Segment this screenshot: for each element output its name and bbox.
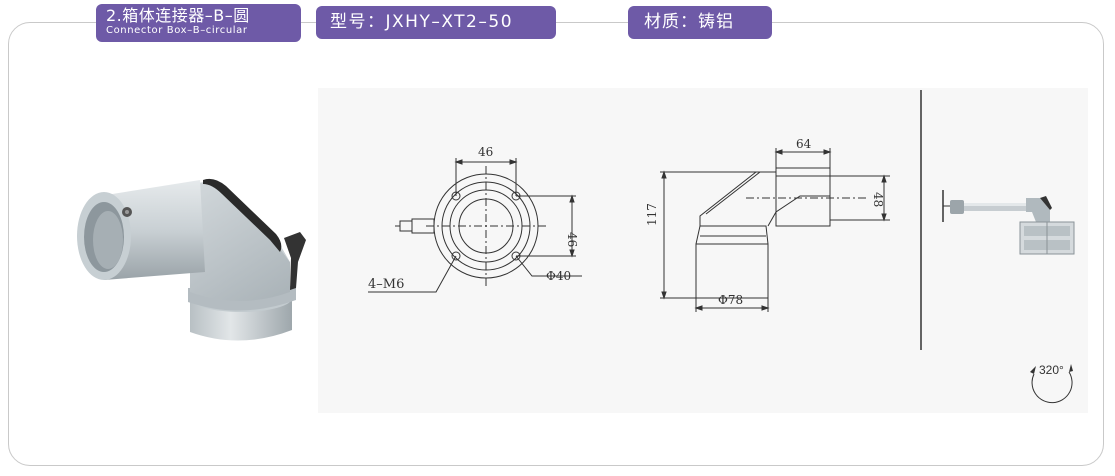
material-tab: 材质：铸铝 (628, 6, 772, 39)
product-photo (77, 178, 306, 341)
model-tab: 型号：JXHY–XT2–50 (316, 6, 556, 39)
side-diameter-label: Φ78 (718, 293, 743, 307)
product-title-en: Connector Box–B–circular (106, 25, 248, 36)
bolt-label: 4–M6 (368, 277, 404, 292)
side-view-drawing (660, 148, 890, 312)
rotation-arrow-icon (1030, 364, 1073, 404)
rotation-label: 320° (1039, 363, 1064, 377)
front-dim-side: 46 (565, 232, 579, 247)
drawing-panel (318, 88, 1088, 413)
content-frame (8, 22, 1104, 466)
front-dim-top: 46 (478, 145, 493, 159)
front-diameter-label: Φ40 (546, 269, 571, 283)
side-dim-right: 48 (871, 192, 885, 207)
assembly-sketch (942, 190, 1075, 255)
front-view-drawing (368, 158, 582, 293)
side-dim-top: 64 (796, 137, 812, 151)
product-title-cn: 2.箱体连接器–B–圆 (106, 6, 250, 25)
product-title-tab: 2.箱体连接器–B–圆 Connector Box–B–circular (96, 4, 301, 42)
side-dim-height: 117 (645, 203, 659, 226)
